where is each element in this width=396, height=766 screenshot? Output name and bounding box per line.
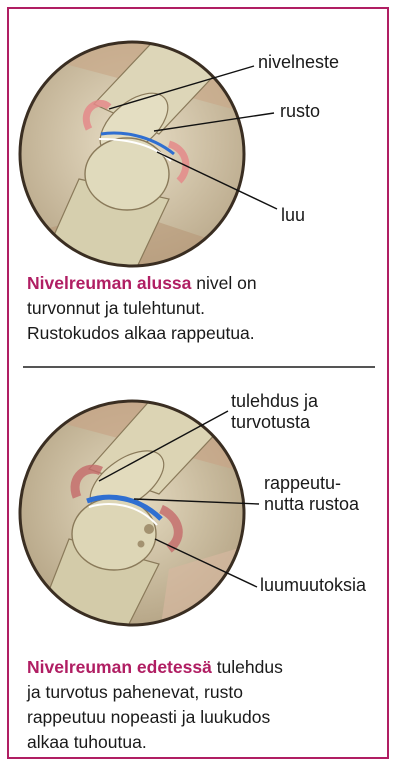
- caption-advanced: Nivelreuman edetessä tulehdus ja turvotu…: [27, 655, 283, 755]
- label-rusto: rusto: [280, 101, 320, 122]
- caption-early-highlight: Nivelreuman alussa: [27, 273, 191, 293]
- stage-advanced-panel: tulehdus ja turvotusta rappeutu- nutta r…: [9, 369, 387, 759]
- section-divider: [23, 366, 375, 368]
- label-luu: luu: [281, 205, 305, 226]
- bone-head: [85, 138, 169, 210]
- caption-early: Nivelreuman alussa nivel on turvonnut ja…: [27, 271, 257, 346]
- label-nivelneste: nivelneste: [258, 52, 339, 73]
- label-luumuutoksia: luumuutoksia: [260, 575, 366, 596]
- diagram-frame: nivelneste rusto luu Nivelreuman alussa …: [7, 7, 389, 759]
- label-rappeutunutta-rustoa: rappeutu- nutta rustoa: [264, 473, 359, 515]
- stage-early-panel: nivelneste rusto luu Nivelreuman alussa …: [9, 9, 387, 367]
- label-tulehdus: tulehdus ja turvotusta: [231, 391, 318, 433]
- bone-head-advanced: [72, 498, 156, 570]
- caption-advanced-highlight: Nivelreuman edetessä: [27, 657, 212, 677]
